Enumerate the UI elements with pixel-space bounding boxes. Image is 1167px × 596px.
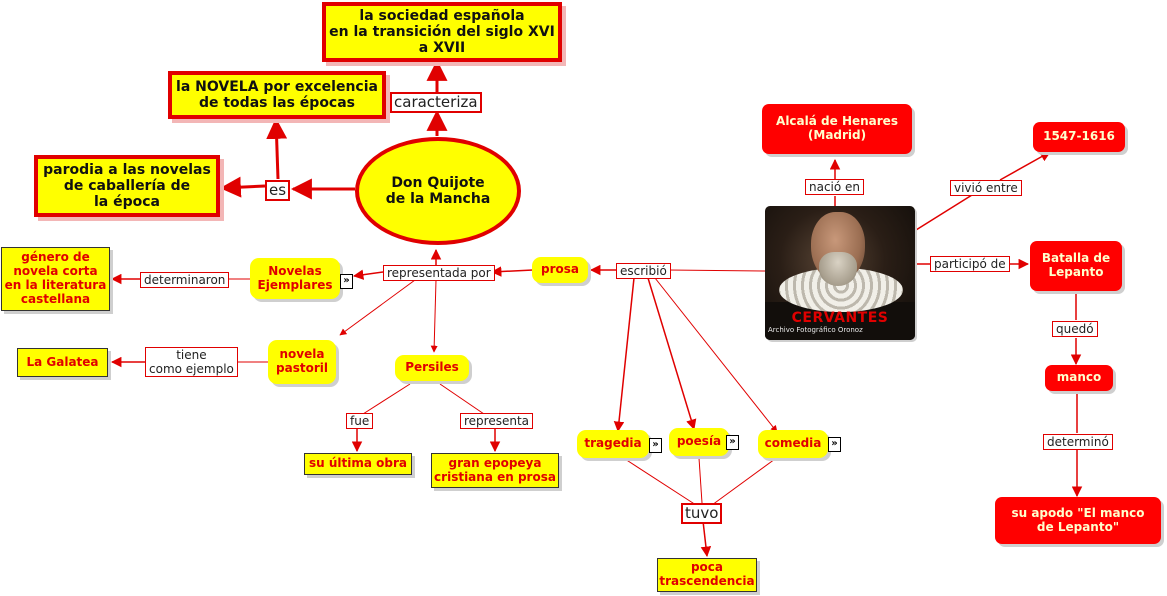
node-persiles[interactable]: Persiles [395,355,469,381]
portrait-name: CERVANTES [791,310,889,326]
wire-escribio-poesia [647,277,697,431]
cervantes-portrait[interactable]: CERVANTES Archivo Fotográfico Oronoz [765,206,915,340]
link-tiene-como-ejemplo[interactable]: tiene como ejemplo [145,347,238,377]
node-novela-pastoril[interactable]: novela pastoril [268,340,336,384]
node-batalla-de-lepanto[interactable]: Batalla de Lepanto [1030,241,1122,291]
wire-representada-ejemplares [352,269,384,280]
expand-icon-poesia[interactable]: » [726,435,739,450]
portrait-beard [819,252,857,286]
link-representada-por[interactable]: representada por [383,265,495,281]
node-poesia[interactable]: poesía [669,428,729,456]
node-parodia[interactable]: parodia a las novelas de caballería de l… [34,155,220,217]
node-prosa[interactable]: prosa [532,257,588,283]
link-tuvo[interactable]: tuvo [681,503,723,524]
portrait-credit: Archivo Fotográfico Oronoz [768,326,863,334]
wire-persiles-representa [439,383,485,415]
wire-cervantes-escribio [667,269,766,272]
node-su-ultima-obra[interactable]: su última obra [304,453,412,475]
wire-es-parodia [219,176,266,198]
node-genero-novela-corta[interactable]: género de novela corta en la literatura … [1,247,110,311]
node-poca-trascendencia[interactable]: poca trascendencia [657,558,757,592]
node-la-galatea[interactable]: La Galatea [17,348,108,377]
wire-tragedia-tuvo [624,458,697,506]
node-alcala-de-henares[interactable]: Alcalá de Henares (Madrid) [762,104,912,154]
wire-escribio-comedia [654,277,778,433]
wire-representada-persiles [430,279,438,353]
link-determino[interactable]: determinó [1043,434,1113,450]
wire-es-novela [266,117,288,180]
link-caracteriza[interactable]: caracteriza [390,92,482,113]
link-escribio[interactable]: escribió [616,263,671,279]
node-novelas-ejemplares[interactable]: Novelas Ejemplares [250,258,340,299]
node-don-quijote[interactable]: Don Quijote de la Mancha [355,137,521,245]
expand-icon-comedia[interactable]: » [828,437,841,452]
expand-icon-tragedia[interactable]: » [649,438,662,453]
link-es[interactable]: es [265,180,291,201]
node-1547-1616[interactable]: 1547-1616 [1033,122,1125,152]
node-novela[interactable]: la NOVELA por excelencia de todas las ép… [168,71,386,119]
wire-prosa-representada [490,266,534,277]
node-gran-epopeya[interactable]: gran epopeya cristiana en prosa [431,453,559,488]
wire-cervantes-vivio [915,194,973,231]
wire-comedia-tuvo [711,458,776,506]
node-tragedia[interactable]: tragedia [577,430,649,458]
node-su-apodo[interactable]: su apodo "El manco de Lepanto" [995,497,1161,544]
node-comedia[interactable]: comedia [758,430,828,458]
wire-poesia-tuvo [698,457,703,504]
wire-representada-pastoril [339,279,416,336]
link-representa[interactable]: representa [460,413,534,429]
node-sociedad[interactable]: la sociedad española en la transición de… [322,2,562,62]
link-determinaron[interactable]: determinaron [140,272,230,288]
wire-persiles-fue [362,383,411,415]
link-vivio-entre[interactable]: vivió entre [950,180,1022,196]
link-fue[interactable]: fue [346,413,374,429]
wire-vivio-fechas [999,151,1051,181]
link-quedo[interactable]: quedó [1052,321,1098,337]
link-participo-de[interactable]: participó de [930,256,1010,272]
node-manco[interactable]: manco [1045,365,1113,391]
link-nacio-en[interactable]: nació en [805,179,865,195]
wire-escribio-tragedia [613,277,635,433]
wire-tuvo-poca [700,520,712,558]
expand-icon-ejemplares[interactable]: » [340,274,353,289]
